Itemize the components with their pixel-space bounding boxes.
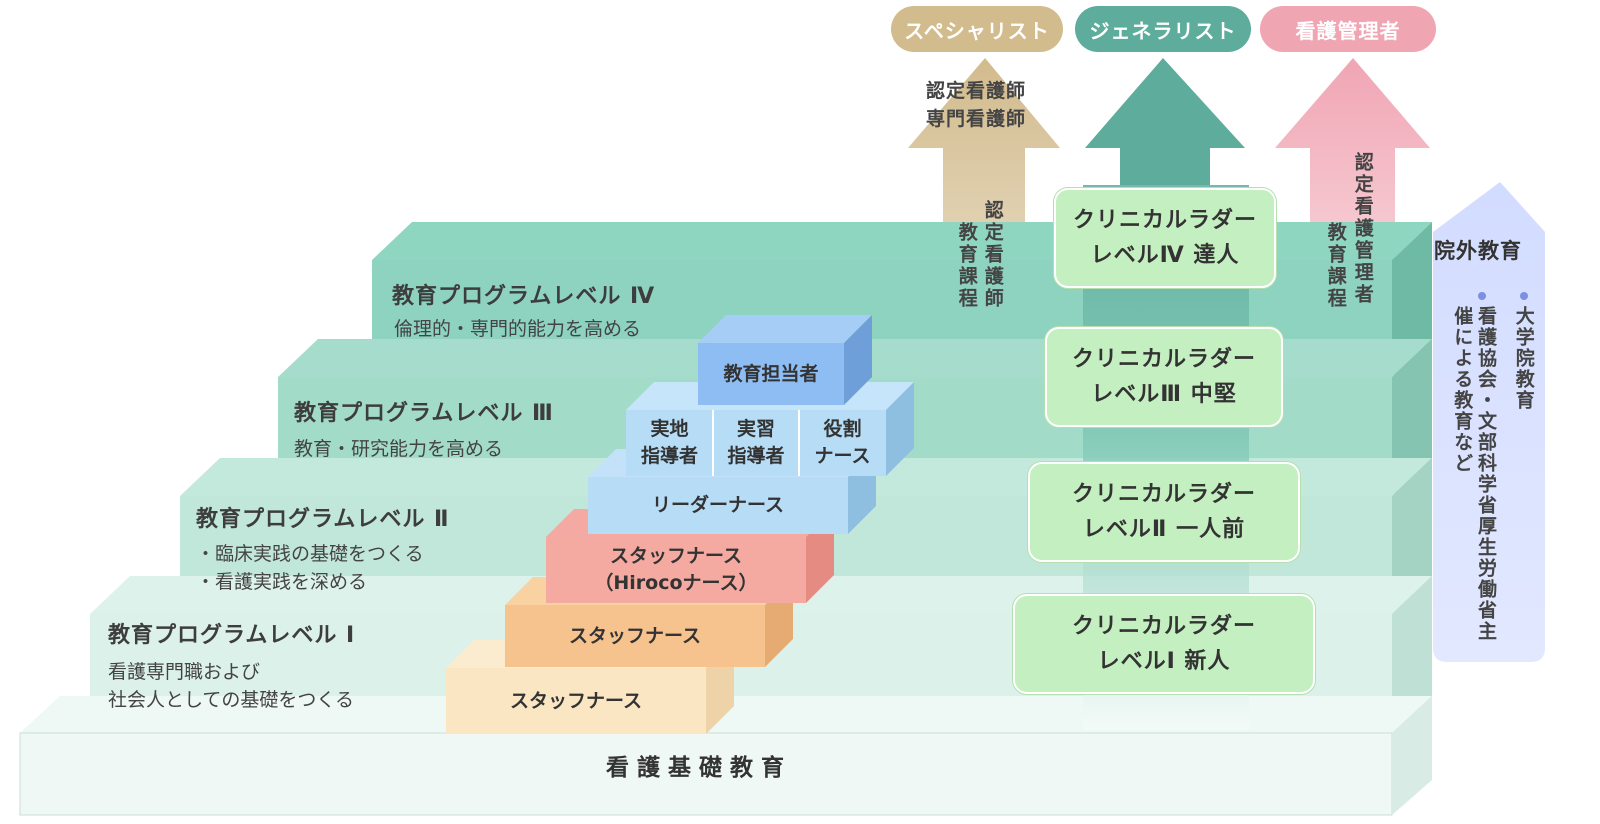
leader-block bbox=[588, 477, 848, 534]
role-nurse-label: 役割 ナース bbox=[799, 410, 886, 476]
program-4-desc: 倫理的・専門的能力を高める bbox=[394, 318, 642, 340]
foundation-face bbox=[19, 732, 1393, 816]
staff-block-3 bbox=[546, 537, 806, 603]
role-nurse-line-2: ナース bbox=[814, 445, 871, 467]
step-4-side bbox=[1392, 222, 1432, 375]
ladder-4-line-2: レベルⅣ 達人 bbox=[1090, 243, 1240, 268]
ladder-3-line-1: クリニカルラダー bbox=[1071, 346, 1256, 372]
field-instructor-label: 実地 指導者 bbox=[626, 410, 713, 476]
manager-course-col-1: 認定看護管理者 bbox=[1351, 152, 1374, 306]
outside-arrow bbox=[1433, 182, 1545, 662]
foundation-side bbox=[1392, 696, 1432, 815]
leader-nurse-label: リーダーナース bbox=[651, 494, 785, 517]
clinical-ladder-level-3: クリニカルラダー レベルⅢ 中堅 bbox=[1045, 327, 1283, 427]
program-1-desc-2: 社会人としての基礎をつくる bbox=[108, 689, 355, 711]
program-2-desc-2: ・看護実践を深める bbox=[196, 571, 368, 593]
specialist-title-1: 認定看護師 bbox=[926, 80, 1027, 102]
staff-nurse-3-line-1: スタッフナース bbox=[609, 545, 743, 568]
outside-education-title: 院外教育 bbox=[1434, 239, 1522, 263]
practicum-instructor-line-1: 実習 bbox=[736, 418, 775, 441]
program-2-desc-1: ・臨床実践の基礎をつくる bbox=[196, 543, 424, 565]
trio-block bbox=[626, 410, 886, 476]
program-1-desc-1: 看護専門職および bbox=[108, 661, 261, 683]
staff-block-2 bbox=[505, 605, 765, 667]
staff-nurse-3-line-2: （Hirocoナース） bbox=[594, 572, 758, 594]
staff-nurse-1-label: スタッフナース bbox=[509, 689, 643, 712]
specialist-course-col-1: 認定看護師 bbox=[981, 200, 1004, 310]
foundation-top bbox=[20, 696, 1432, 733]
program-1-title: 教育プログラムレベル Ⅰ bbox=[108, 623, 356, 648]
field-instructor-line-1: 実地 bbox=[650, 418, 689, 441]
educator-label: 教育担当者 bbox=[723, 362, 819, 385]
clinical-ladder-level-2: クリニカルラダー レベルⅡ 一人前 bbox=[1028, 462, 1300, 562]
role-nurse-line-1: 役割 bbox=[823, 418, 862, 441]
generalist-arrow bbox=[1085, 58, 1245, 185]
specialist-course-col-2: 教育課程 bbox=[955, 222, 978, 310]
staff-nurse-3-label: スタッフナース （Hirocoナース） bbox=[546, 537, 806, 603]
clinical-ladder-level-1: クリニカルラダー レベルⅠ 新人 bbox=[1013, 594, 1315, 694]
ladder-3-line-2: レベルⅢ 中堅 bbox=[1091, 382, 1237, 407]
field-instructor-line-2: 指導者 bbox=[640, 445, 698, 467]
program-2-title: 教育プログラムレベル Ⅱ bbox=[196, 507, 450, 532]
step-1-side bbox=[1392, 576, 1432, 732]
specialist-pill: スペシャリスト bbox=[891, 6, 1063, 52]
program-3-desc: 教育・研究能力を高める bbox=[294, 438, 504, 460]
ladder-1-line-2: レベルⅠ 新人 bbox=[1097, 649, 1231, 674]
outside-bullet-2 bbox=[1478, 292, 1486, 300]
practicum-instructor-label: 実習 指導者 bbox=[713, 410, 799, 476]
step-2-side bbox=[1392, 458, 1432, 613]
ladder-4-line-1: クリニカルラダー bbox=[1072, 207, 1257, 233]
foundation-label: 看護基礎教育 bbox=[606, 755, 792, 781]
clinical-ladder-level-4: クリニカルラダー レベルⅣ 達人 bbox=[1054, 188, 1276, 288]
generalist-pill: ジェネラリスト bbox=[1075, 6, 1251, 52]
staff-block-1 bbox=[446, 668, 706, 734]
outside-item-graduate: 大学院教育 bbox=[1512, 306, 1535, 411]
program-4-title: 教育プログラムレベル Ⅳ bbox=[392, 284, 656, 309]
manager-course-col-2: 教育課程 bbox=[1324, 222, 1347, 310]
ladder-2-line-2: レベルⅡ 一人前 bbox=[1082, 517, 1246, 542]
ladder-2-line-1: クリニカルラダー bbox=[1071, 481, 1256, 507]
outside-item-associations: 看護協会・文部科学省厚生労働省主催による教育など bbox=[1451, 306, 1497, 642]
ladder-1-line-1: クリニカルラダー bbox=[1071, 613, 1256, 639]
step-3-side bbox=[1392, 339, 1432, 494]
manager-pill: 看護管理者 bbox=[1260, 6, 1436, 52]
practicum-instructor-line-2: 指導者 bbox=[727, 445, 785, 467]
program-3-title: 教育プログラムレベル Ⅲ bbox=[294, 401, 554, 426]
staff-nurse-2-label: スタッフナース bbox=[568, 624, 702, 647]
educator-block bbox=[698, 343, 844, 405]
specialist-title-2: 専門看護師 bbox=[926, 108, 1027, 130]
outside-bullet-1 bbox=[1520, 292, 1528, 300]
